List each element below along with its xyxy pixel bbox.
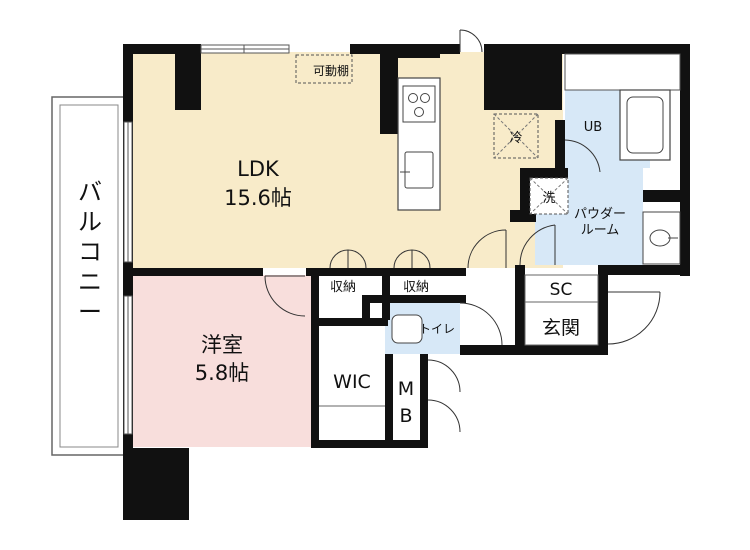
- wall-top-left: [123, 44, 201, 54]
- wall-bottom: [311, 440, 427, 448]
- western-room-size-label: 5.8帖: [195, 361, 249, 385]
- wall-toilet-step: [370, 318, 388, 326]
- wall-mb-right: [420, 354, 428, 448]
- toilet: トイレ: [391, 302, 503, 346]
- ldk-label: LDK: [237, 157, 280, 181]
- burner-icon: [408, 93, 418, 103]
- pillar-top-right: [484, 44, 562, 110]
- mb-doors: [427, 359, 461, 433]
- wall-hall-right: [515, 265, 525, 355]
- powder-label-line1: パウダー: [574, 207, 626, 222]
- sc-label: SC: [550, 280, 573, 300]
- windows: [123, 44, 290, 435]
- wall-ub-left: [555, 120, 565, 172]
- mb-label-line1: M: [398, 378, 414, 400]
- storage1-label: 収納: [330, 280, 356, 295]
- wall-ldk-western: [133, 268, 263, 276]
- shelf-label: 可動棚: [313, 63, 349, 78]
- balcony-label-char: ー: [78, 298, 102, 326]
- storage2-label: 収納: [403, 280, 429, 295]
- balcony-label-char: コ: [78, 238, 102, 266]
- burner-icon: [420, 93, 430, 103]
- toilet-label: トイレ: [419, 322, 455, 336]
- wall-western-right: [311, 268, 319, 448]
- wall-washer-left: [520, 168, 530, 220]
- wic-floor: [319, 326, 385, 440]
- ub-label: UB: [584, 120, 602, 135]
- front-door: [607, 291, 661, 345]
- fridge-cross: [493, 113, 539, 159]
- burner-icon: [414, 107, 424, 117]
- balcony-label-char: バ: [78, 178, 102, 206]
- wall-kitchen-left: [380, 44, 398, 134]
- wall-left: [123, 44, 133, 520]
- wall-right-bottom: [598, 265, 690, 275]
- ldk-size-label: 15.6帖: [224, 186, 292, 210]
- powder-room: パウダー ルーム: [519, 207, 681, 266]
- western-room-floor: [133, 275, 311, 447]
- mb-floor: [393, 354, 420, 440]
- balcony-label-char: ル: [78, 208, 102, 236]
- movable-shelf: 可動棚: [295, 54, 353, 84]
- wall-right-notch: [643, 190, 690, 202]
- wic-label: WIC: [333, 371, 371, 393]
- toilet-door-swing: [459, 302, 503, 346]
- wall-entrance-right: [598, 265, 608, 355]
- bathtub: [619, 89, 671, 161]
- wall-right: [680, 44, 690, 276]
- ub-top-wall: [564, 53, 681, 91]
- mb-door-swing: [427, 399, 461, 433]
- wall-mb-left: [385, 354, 393, 448]
- top-door-swing: [459, 29, 483, 53]
- wall-washer-top: [520, 168, 568, 178]
- front-door-swing: [607, 291, 661, 345]
- top-door: [459, 29, 483, 53]
- wall-toilet-top: [362, 295, 466, 303]
- fridge-label: 冷: [509, 131, 522, 146]
- balcony: バルコニー: [51, 96, 125, 456]
- balcony-outline: [51, 96, 125, 456]
- wall-storage-divider: [382, 268, 390, 320]
- washer-cross: [529, 177, 569, 215]
- washer-label: 洗: [542, 191, 555, 206]
- wall-kitchen-top: [398, 44, 440, 58]
- pillar-top-left: [175, 44, 201, 110]
- hall-door-swing: [467, 229, 507, 269]
- ub-door-swing: [564, 139, 601, 173]
- bathtub-inner: [626, 96, 664, 154]
- kitchen: [397, 77, 441, 211]
- sink-icon: [404, 151, 434, 189]
- western-door: [264, 275, 306, 317]
- walls: [123, 44, 690, 520]
- western-room-label: 洋室: [201, 333, 243, 357]
- unit-bath: UB: [564, 53, 681, 173]
- fridge-space: 冷: [493, 113, 539, 159]
- wall-top-right: [484, 44, 690, 54]
- powder-label-line2: ルーム: [581, 223, 620, 238]
- balcony-inner: [59, 104, 119, 448]
- balcony-label-char: ニ: [78, 268, 102, 296]
- balcony-label: バルコニー: [78, 178, 102, 326]
- toilet-bowl-icon: [391, 314, 423, 344]
- mb-door-swing: [427, 359, 461, 393]
- washer-space: 洗: [529, 177, 569, 215]
- fridge-outline: [493, 113, 539, 159]
- wall-wic-top: [315, 318, 370, 326]
- powder-door-swing: [519, 224, 556, 266]
- wall-entrance-bottom: [460, 345, 608, 355]
- entrance-floor: [524, 274, 599, 346]
- shelf-outline: [295, 54, 353, 84]
- entrance-label: 玄関: [542, 317, 580, 339]
- ldk-doors: [329, 229, 507, 269]
- pillar-bottom-left: [123, 448, 189, 520]
- western-door-swing: [264, 275, 306, 317]
- mb-label-line2: B: [399, 405, 412, 427]
